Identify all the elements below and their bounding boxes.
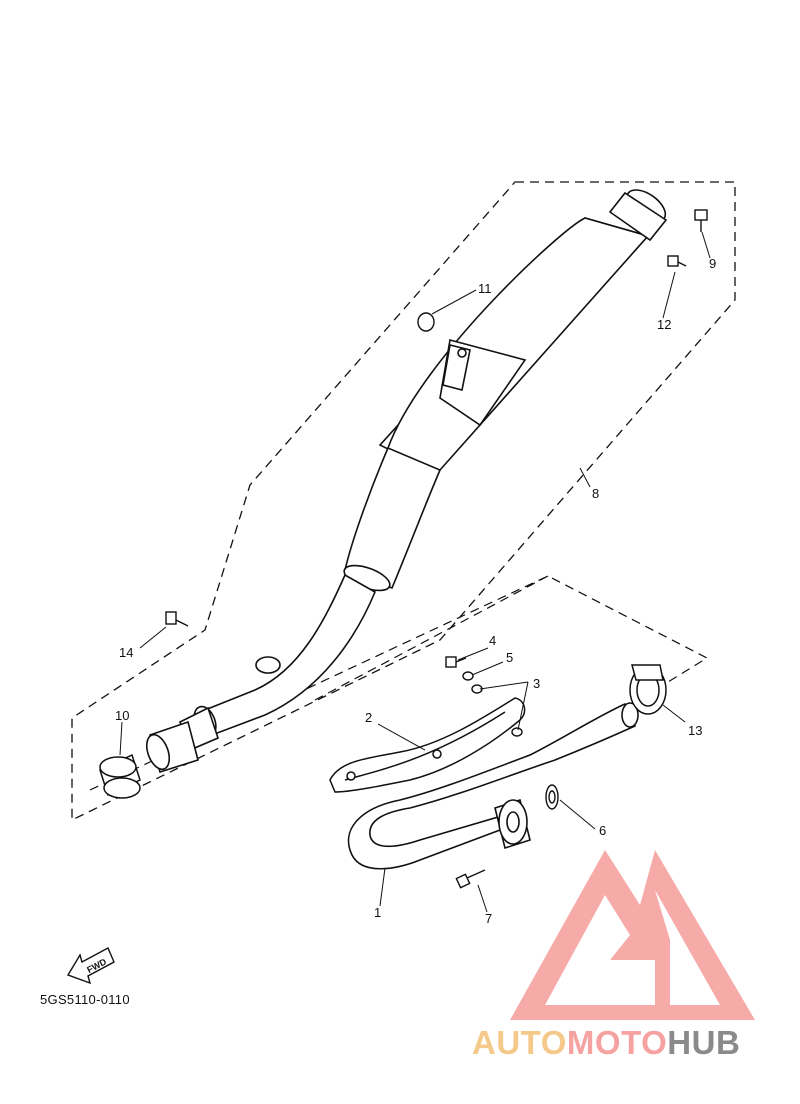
fasteners: [165, 209, 708, 889]
part-6-gasket: [545, 784, 559, 810]
callout-1: 1: [374, 905, 381, 920]
leader-lines: [119, 231, 711, 913]
callout-10: 10: [115, 708, 129, 723]
callout-12: 12: [657, 317, 671, 332]
brand-watermark: AUTOMOTOHUB: [472, 1024, 798, 1061]
callout-8: 8: [592, 486, 599, 501]
automotohub-logo-icon: [510, 850, 755, 1020]
callout-14: 14: [119, 645, 133, 660]
callout-4: 4: [489, 633, 496, 648]
pipe-group-outline: [89, 575, 709, 791]
callout-11: 11: [478, 281, 492, 296]
callout-13: 13: [688, 723, 702, 738]
brand-moto: MOTO: [566, 1024, 668, 1061]
callout-5: 5: [506, 650, 513, 665]
part-2-heat-protector: [329, 697, 526, 793]
callout-7: 7: [485, 911, 492, 926]
brand-auto: AUTO: [472, 1024, 567, 1061]
muffler-group-outline: [71, 181, 736, 822]
callout-3: 3: [533, 676, 540, 691]
callout-9: 9: [709, 256, 716, 271]
brand-hub: HUB: [667, 1024, 741, 1061]
part-13-clamp: [629, 664, 667, 715]
callout-2: 2: [365, 710, 372, 725]
part-number-code: 5GS5110-0110: [40, 992, 130, 1007]
muffler-assembly: [145, 189, 668, 774]
part-1-exhaust-pipe: [347, 702, 639, 870]
callout-6: 6: [599, 823, 606, 838]
part-10-gasket: [99, 753, 141, 799]
forward-arrow-icon: FWD: [66, 947, 115, 985]
